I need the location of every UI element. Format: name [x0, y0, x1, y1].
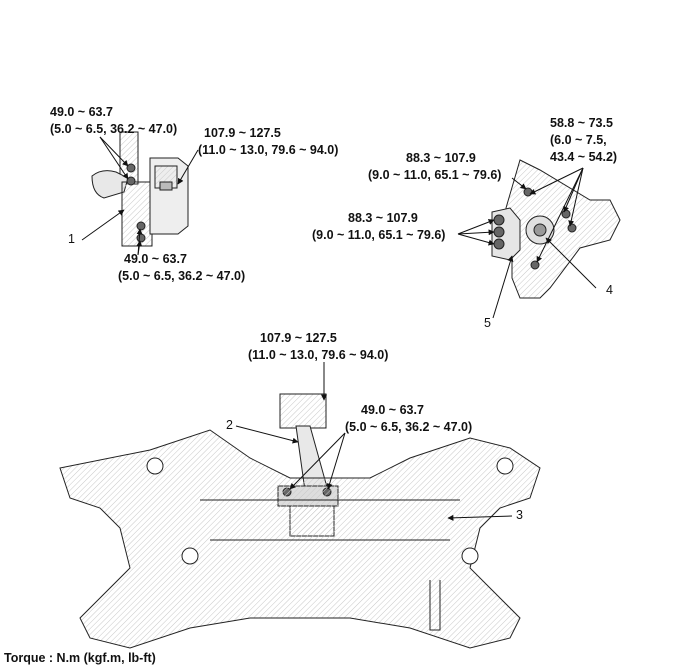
torque-conversion: (9.0 ~ 11.0, 65.1 ~ 79.6) [368, 168, 502, 182]
torque-value: 49.0 ~ 63.7 [361, 403, 424, 417]
callout-2: 2 [226, 418, 233, 432]
torque-value: 88.3 ~ 107.9 [348, 211, 418, 225]
torque-conversion: (5.0 ~ 6.5, 36.2 ~ 47.0) [345, 420, 473, 434]
callout-5: 5 [484, 316, 491, 330]
torque-unit-note: Torque : N.m (kgf.m, lb-ft) [4, 651, 156, 665]
torque-label-8: 49.0 ~ 63.7 (5.0 ~ 6.5, 36.2 ~ 47.0) [345, 402, 472, 436]
torque-value: 88.3 ~ 107.9 [406, 151, 476, 165]
torque-label-4: 58.8 ~ 73.5 (6.0 ~ 7.5, 43.4 ~ 54.2) [550, 115, 617, 166]
torque-value: 107.9 ~ 127.5 [260, 331, 337, 345]
torque-label-3: 49.0 ~ 63.7 (5.0 ~ 6.5, 36.2 ~ 47.0) [118, 251, 245, 285]
leader-lines [81, 136, 597, 521]
callout-1: 1 [68, 232, 75, 246]
torque-label-5: 88.3 ~ 107.9 (9.0 ~ 11.0, 65.1 ~ 79.6) [368, 150, 501, 184]
engine-mount-bracket [91, 131, 189, 247]
torque-value: 107.9 ~ 127.5 [204, 126, 281, 140]
torque-conversion: (11.0 ~ 13.0, 79.6 ~ 94.0) [198, 143, 339, 157]
torque-label-7: 107.9 ~ 127.5 (11.0 ~ 13.0, 79.6 ~ 94.0) [248, 330, 388, 364]
torque-value: 58.8 ~ 73.5 [550, 116, 613, 130]
torque-conversion: (11.0 ~ 13.0, 79.6 ~ 94.0) [248, 348, 389, 362]
torque-conversion: (5.0 ~ 6.5, 36.2 ~ 47.0) [118, 269, 246, 283]
torque-value: 49.0 ~ 63.7 [124, 252, 187, 266]
transmission-mount-bracket [491, 159, 621, 299]
torque-conversion: (5.0 ~ 6.5, 36.2 ~ 47.0) [50, 122, 178, 136]
sub-frame [59, 429, 541, 649]
callout-4: 4 [606, 283, 613, 297]
torque-label-6: 88.3 ~ 107.9 (9.0 ~ 11.0, 65.1 ~ 79.6) [312, 210, 445, 244]
torque-label-2: 107.9 ~ 127.5 (11.0 ~ 13.0, 79.6 ~ 94.0) [198, 125, 338, 159]
callout-3: 3 [516, 508, 523, 522]
torque-conversion: (6.0 ~ 7.5, [550, 133, 607, 147]
torque-conversion: (9.0 ~ 11.0, 65.1 ~ 79.6) [312, 228, 446, 242]
torque-conversion-2: 43.4 ~ 54.2) [550, 150, 618, 164]
torque-value: 49.0 ~ 63.7 [50, 105, 113, 119]
torque-label-1: 49.0 ~ 63.7 (5.0 ~ 6.5, 36.2 ~ 47.0) [50, 104, 177, 138]
